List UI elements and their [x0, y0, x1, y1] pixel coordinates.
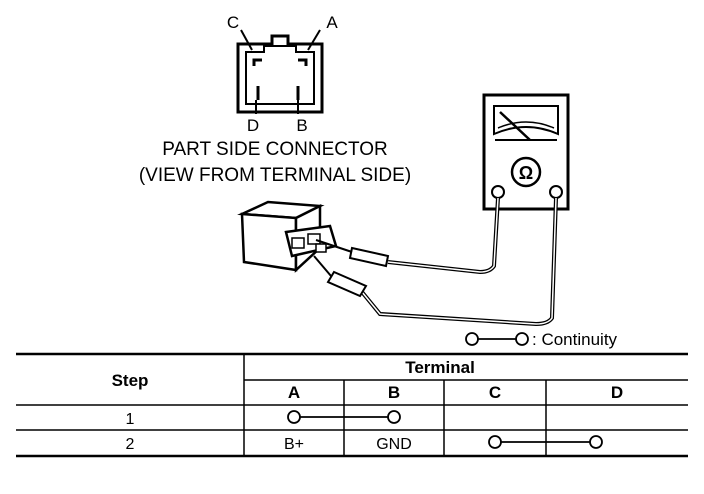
- probe-lower: [326, 270, 368, 298]
- column-header-b: B: [388, 383, 400, 402]
- ohmmeter: [482, 93, 570, 211]
- column-header-d: D: [611, 383, 623, 402]
- pin-label-c: C: [227, 13, 239, 32]
- row2-cell-b: GND: [376, 436, 412, 453]
- row2-step: 2: [126, 436, 135, 453]
- terminal-a: [298, 58, 308, 66]
- legend-circle-left: [465, 332, 479, 346]
- pin-label-b: B: [296, 116, 307, 135]
- connector-inner-shell: [245, 45, 315, 105]
- meter-jack-right: [549, 185, 563, 199]
- column-header-a: A: [288, 383, 300, 402]
- connector-caption-line2: (VIEW FROM TERMINAL SIDE): [139, 165, 411, 186]
- relay-part: [237, 200, 338, 273]
- row1-circle-a: [287, 410, 301, 424]
- row2-circle-c: [488, 435, 502, 449]
- row2-cell-a: B+: [284, 436, 304, 453]
- row2-circle-d: [589, 435, 603, 449]
- column-header-c: C: [489, 383, 501, 402]
- row1-continuity-a-b: [287, 410, 401, 424]
- test-leads: [313, 197, 558, 327]
- ohm-symbol: Ω: [519, 163, 533, 183]
- connector-caption-line1: PART SIDE CONNECTOR: [162, 139, 388, 160]
- continuity-legend: [465, 332, 529, 346]
- probe-upper: [348, 246, 390, 268]
- pin-label-a: A: [326, 13, 338, 32]
- step-terminal-table: [16, 352, 688, 458]
- meter-needle: [499, 111, 531, 141]
- legend-text: : Continuity: [532, 330, 618, 349]
- pin-label-d: D: [247, 116, 259, 135]
- connector-outer-shell: [236, 34, 324, 114]
- meter-scale: [493, 105, 559, 136]
- terminal-c: [252, 58, 262, 66]
- meter-jack-left: [491, 185, 505, 199]
- test-lead-upper: [387, 197, 500, 275]
- row2-continuity-c-d: [488, 435, 603, 449]
- row1-step: 1: [126, 411, 135, 428]
- row1-circle-b: [387, 410, 401, 424]
- table-header-step: Step: [112, 371, 149, 390]
- legend-circle-right: [515, 332, 529, 346]
- ohm-dial: [510, 156, 542, 188]
- meter-body: [482, 93, 570, 211]
- table-header-terminal: Terminal: [405, 358, 475, 377]
- part-side-connector: [236, 29, 324, 114]
